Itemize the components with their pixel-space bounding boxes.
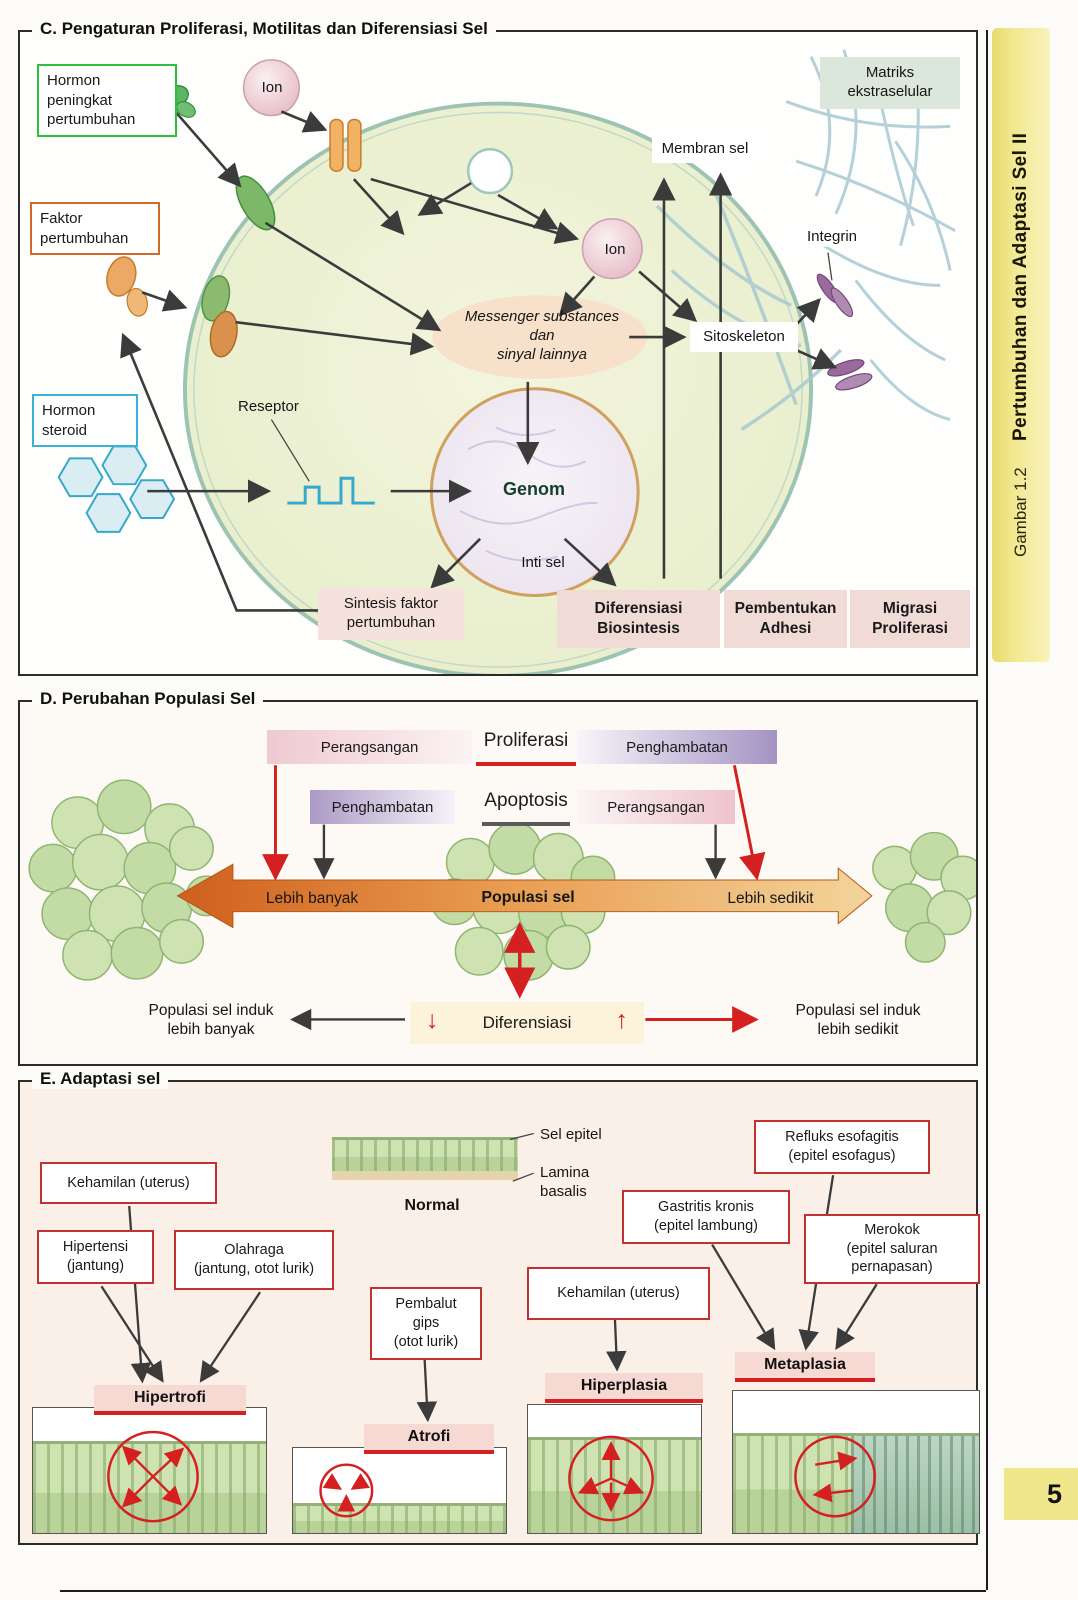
vesicle <box>466 148 514 195</box>
box-perangsangan-proliferasi: Perangsangan <box>267 730 472 764</box>
label-hormon-steroid: Hormon steroid <box>32 394 138 447</box>
figure-side-tab: Gambar 1.2 Pertumbuhan dan Adaptasi Sel … <box>992 28 1050 662</box>
label-populasi-sel: Populasi sel <box>481 889 575 906</box>
adaptation-hipertrofi: Hipertrofi <box>94 1385 246 1415</box>
hipertrofi-tissue <box>33 1441 266 1533</box>
label-diferensiasi: Diferensiasi <box>482 1013 572 1032</box>
hipertrofi-sample <box>32 1407 267 1534</box>
panel-c-title: C. Pengaturan Proliferasi, Motilitas dan… <box>32 19 496 39</box>
figure-title: Pertumbuhan dan Adaptasi Sel II <box>1010 132 1031 442</box>
atrofi-sample <box>292 1447 507 1534</box>
panel-d-title: D. Perubahan Populasi Sel <box>32 689 264 709</box>
label-membran-sel: Membran sel <box>652 135 758 163</box>
label-sitoskeleton: Sitoskeleton <box>690 322 798 352</box>
page-edge-rule <box>986 30 988 1590</box>
cause-olahraga: Olahraga (jantung, otot lurik) <box>174 1230 334 1290</box>
hiperplasia-sample <box>527 1404 702 1534</box>
label-ion-top: Ion <box>261 79 283 96</box>
label-faktor-pertumbuhan: Faktor pertumbuhan <box>30 202 160 255</box>
label-reseptor: Reseptor <box>238 398 299 415</box>
cause-merokok: Merokok (epitel saluran pernapasan) <box>804 1214 980 1284</box>
label-genom: Genom <box>502 479 565 499</box>
label-induk-banyak: Populasi sel induk lebih banyak <box>148 1002 274 1039</box>
apoptosis-underline <box>482 822 570 826</box>
figure-side-tab-text: Gambar 1.2 Pertumbuhan dan Adaptasi Sel … <box>992 28 1050 662</box>
cause-kehamilan-uterus-2: Kehamilan (uterus) <box>527 1267 710 1320</box>
label-lebih-sedikit: Lebih sedikit <box>727 890 814 907</box>
adaptation-hiperplasia: Hiperplasia <box>545 1373 703 1403</box>
cause-pembalut-gips: Pembalut gips (otot lurik) <box>370 1287 482 1360</box>
label-matriks-ekstraselular: Matriks ekstraselular <box>820 57 960 109</box>
steroid-receptor <box>287 476 375 505</box>
label-sel-epitel: Sel epitel <box>540 1126 602 1143</box>
label-ion-mid: Ion <box>604 241 626 258</box>
panel-e-adaptation: E. Adaptasi sel <box>18 1069 980 1545</box>
label-normal: Normal <box>404 1197 460 1214</box>
panel-d-population: D. Perubahan Populasi Sel <box>18 689 978 1066</box>
proliferasi-underline <box>476 762 576 766</box>
figure-number: Gambar 1.2 <box>1011 467 1030 558</box>
membrane-receptor <box>235 175 276 231</box>
metaplasia-tissue <box>733 1433 979 1533</box>
cell-cluster-left <box>28 779 227 981</box>
panel-e-title: E. Adaptasi sel <box>32 1069 169 1089</box>
diferensiasi-box: ↓ Diferensiasi ↑ <box>410 1002 644 1044</box>
growth-factor-blob <box>106 256 148 317</box>
integrins <box>816 273 873 391</box>
label-hormon-peningkat: Hormon peningkat pertumbuhan <box>37 64 177 137</box>
label-proliferasi: Proliferasi <box>483 730 569 751</box>
ion-channel <box>329 118 362 172</box>
label-sintesis-faktor: Sintesis faktor pertumbuhan <box>318 588 464 640</box>
cause-hipertensi: Hipertensi (jantung) <box>37 1230 154 1284</box>
cell-membrane <box>183 101 813 674</box>
label-messenger-substances: Messenger substances dan sinyal lainnya <box>464 308 620 363</box>
panel-c-regulation: C. Pengaturan Proliferasi, Motilitas dan… <box>18 19 978 676</box>
normal-epithelium-tissue <box>332 1137 518 1171</box>
metaplastic-epithelium <box>851 1436 979 1533</box>
lamina-basalis-band <box>332 1171 518 1180</box>
box-penghambatan-apoptosis: Penghambatan <box>310 790 455 824</box>
page-number: 5 <box>1004 1468 1078 1520</box>
cause-kehamilan-uterus-1: Kehamilan (uterus) <box>40 1162 217 1204</box>
outcome-migrasi-proliferasi: Migrasi Proliferasi <box>850 590 970 648</box>
label-lamina-basalis: Lamina basalis <box>540 1164 590 1200</box>
label-apoptosis: Apoptosis <box>484 790 568 811</box>
decrease-arrow-icon: ↓ <box>426 1006 439 1034</box>
outcome-diferensiasi-biosintesis: Diferensiasi Biosintesis <box>557 590 720 648</box>
cause-refluks: Refluks esofagitis (epitel esofagus) <box>754 1120 930 1174</box>
label-induk-sedikit: Populasi sel induk lebih sedikit <box>795 1002 921 1039</box>
cause-gastritis: Gastritis kronis (epitel lambung) <box>622 1190 790 1244</box>
outcome-pembentukan-adhesi: Pembentukan Adhesi <box>724 590 847 648</box>
growth-factor-receptor <box>201 275 238 358</box>
pointer-lines <box>270 252 833 482</box>
label-lebih-banyak: Lebih banyak <box>265 890 359 907</box>
page-bottom-rule <box>60 1590 986 1592</box>
atrofi-tissue <box>293 1503 506 1533</box>
adaptation-metaplasia: Metaplasia <box>735 1352 875 1382</box>
box-penghambatan-proliferasi: Penghambatan <box>577 730 777 764</box>
label-inti-sel: Inti sel <box>521 554 565 571</box>
increase-arrow-icon: ↑ <box>615 1006 629 1034</box>
metaplasia-sample <box>732 1390 980 1534</box>
normal-epithelium-strip <box>332 1137 518 1183</box>
cell-cluster-right <box>872 831 976 963</box>
adaptation-atrofi: Atrofi <box>364 1424 494 1454</box>
box-perangsangan-apoptosis: Perangsangan <box>577 790 735 824</box>
steroid-hexagons <box>57 445 176 533</box>
cell-membrane-inner <box>193 111 803 668</box>
hiperplasia-tissue <box>528 1437 701 1533</box>
label-integrin: Integrin <box>790 228 874 247</box>
